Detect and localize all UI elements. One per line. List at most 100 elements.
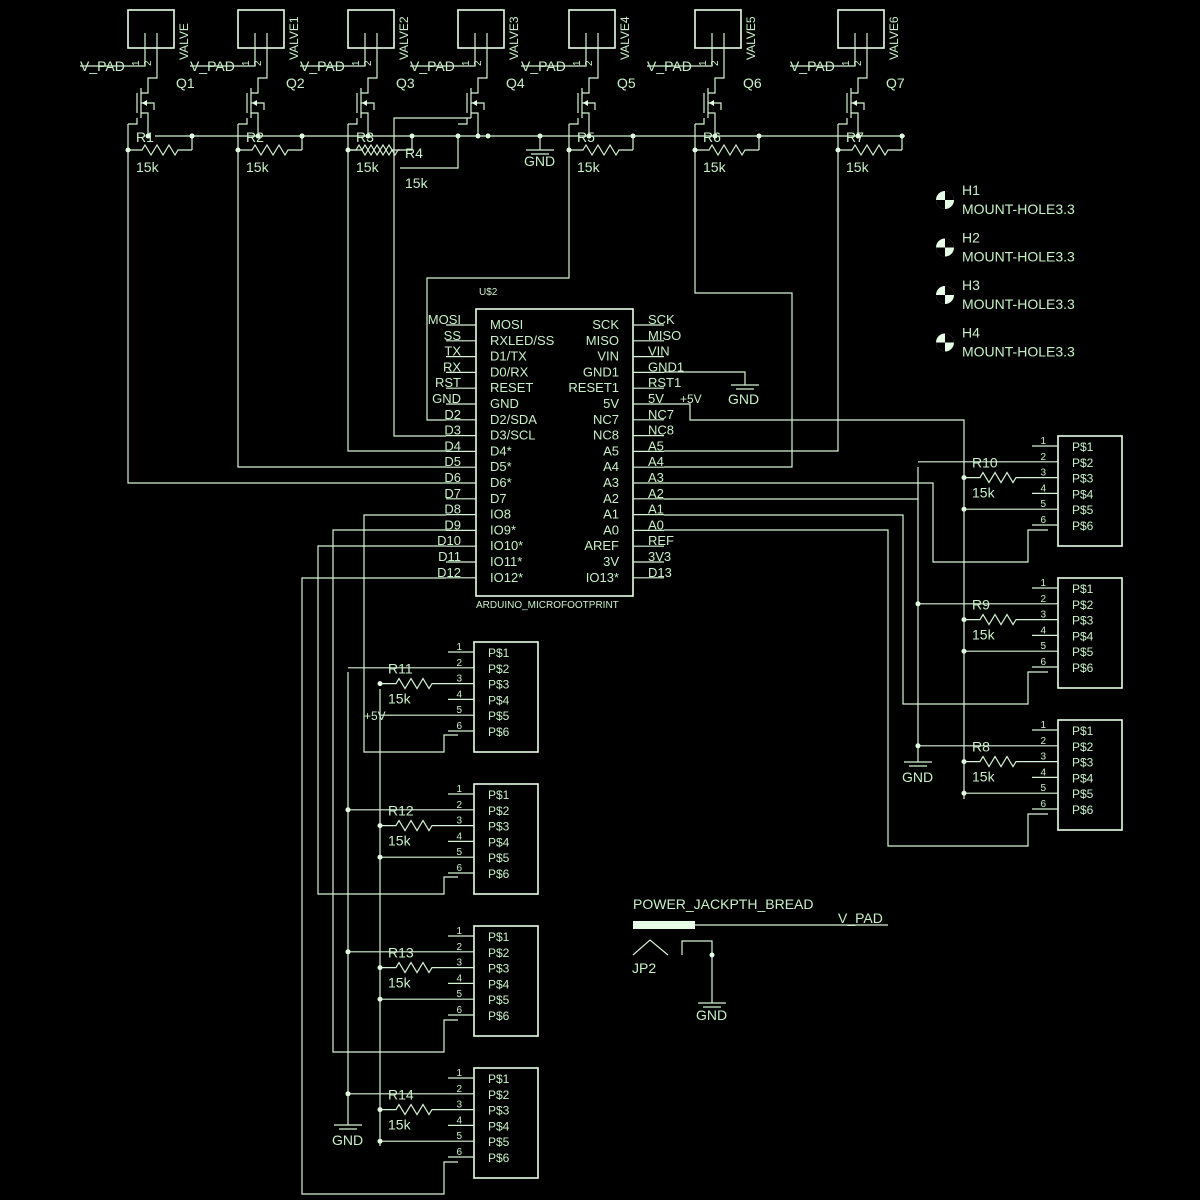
gate-resistor (695, 143, 759, 157)
pin-net-label: D2 (444, 407, 461, 422)
pin-inner-label: MOSI (490, 317, 523, 332)
pin-net-label: D10 (437, 533, 461, 548)
mount-hole-ref: H1 (962, 182, 980, 198)
connector-pin-number: 3 (456, 674, 462, 685)
connector-pin-number: 5 (1040, 783, 1046, 794)
connector-pin-number: 3 (456, 1100, 462, 1111)
resistor-value: 15k (356, 159, 380, 175)
resistor-ref: R14 (388, 1087, 414, 1103)
pin-net-label: REF (648, 533, 674, 548)
resistor-value: 15k (388, 833, 412, 849)
resistor-ref: R13 (388, 945, 414, 961)
pin-net-label: RST1 (648, 375, 681, 390)
pin-inner-label: RXLED/SS (490, 333, 555, 348)
mosfet-drain (582, 88, 590, 94)
pin-net-label: D8 (444, 502, 461, 517)
pin-inner-label: A1 (603, 507, 619, 522)
pin-number: 2 (253, 60, 264, 66)
pin-net-label: D11 (438, 549, 461, 564)
connector-pad-label: P$1 (1072, 724, 1094, 738)
resistor-ref: R7 (846, 129, 864, 145)
gate-wire (348, 118, 358, 125)
mount-hole-icon-quadrants (936, 333, 954, 352)
mosfet-arrow (252, 100, 257, 106)
pin-net-label: D6 (444, 470, 461, 485)
connector-pin-number: 5 (1040, 641, 1046, 652)
mosfet-drain (361, 88, 369, 94)
mosfet-ref: Q1 (176, 75, 195, 91)
connector-pin-number: 3 (1040, 610, 1046, 621)
mosfet-source (141, 112, 149, 136)
connector-pad-label: P$5 (1072, 645, 1094, 659)
pin-inner-label: NC8 (593, 428, 619, 443)
valve-name: VALVE2 (397, 16, 411, 60)
power-vpad-label: V_PAD (838, 910, 883, 926)
mcu-right-wires: GND +5V GND (664, 371, 1048, 847)
drain-wire (588, 48, 599, 88)
mosfet-arrow (583, 100, 588, 106)
valve-name: VALVE3 (507, 16, 521, 60)
gate-resistor (238, 143, 302, 157)
pin-net-label: VIN (648, 344, 670, 359)
mosfet-drain (708, 88, 716, 94)
junction-dot (377, 681, 383, 687)
pin-net-label: 5V (648, 391, 664, 406)
gate-wire (838, 118, 848, 125)
gate-wire (569, 118, 579, 125)
pin-net-label: MISO (648, 328, 681, 343)
connector-pin-number: 4 (456, 1115, 462, 1126)
pin-inner-label: D5* (490, 459, 512, 474)
vpad-label: V_PAD (80, 58, 125, 74)
connector-pad-label: P$6 (1072, 803, 1094, 817)
valve-connector (568, 9, 616, 49)
resistor-ref: R4 (405, 145, 423, 161)
mcu-pins: MOSIMOSIRXLED/SSSSD1/TXTXD0/RXRXRESETRST… (428, 312, 684, 585)
connector-pin-number: 5 (456, 1131, 462, 1142)
gnd-label-power: GND (696, 1007, 727, 1023)
connector-pad-label: P$6 (488, 867, 510, 881)
pin-number: 2 (584, 60, 595, 66)
connector-pad-label: P$5 (488, 851, 510, 865)
gnd-label-mcu: GND (728, 391, 759, 407)
mount-hole-icon-quadrants (936, 191, 954, 209)
drain-wire (367, 48, 378, 88)
power-jack: POWER_JACKPTH_BREAD V_PAD JP2 GND (632, 896, 888, 1023)
resistor-value: 15k (577, 159, 601, 175)
pin-net-label: D13 (648, 565, 672, 580)
pin-net-label: A3 (648, 470, 664, 485)
gate-resistor (569, 143, 633, 157)
mcu-pin-left: IO11* D11 (438, 549, 522, 569)
connector-pad-label: P$3 (1072, 472, 1094, 486)
resistor-ref: R9 (972, 597, 990, 613)
valve-connector (127, 9, 175, 49)
connector-pin-number: 6 (1040, 799, 1046, 810)
connector-pad-label: P$1 (488, 788, 510, 802)
mosfet-body (851, 102, 865, 110)
mosfet-source (708, 112, 716, 136)
mount-hole-icon-quadrants (936, 286, 954, 304)
connector-pad-label: P$1 (488, 646, 510, 660)
vpad-wire (410, 48, 476, 67)
pin-inner-label: IO11* (490, 554, 522, 569)
vpad-wire (190, 48, 256, 67)
mount-hole-ref: H4 (962, 325, 980, 341)
drain-wire (714, 48, 725, 88)
pin-net-label: A2 (648, 486, 664, 501)
connector-pin-number: 6 (456, 1147, 462, 1158)
pin-inner-label: IO9* (490, 522, 516, 537)
mosfet-ref: Q2 (286, 75, 305, 91)
resistor-ref: R2 (246, 129, 264, 145)
valve-connector (837, 9, 885, 49)
pin-inner-label: IO13* (586, 570, 619, 585)
